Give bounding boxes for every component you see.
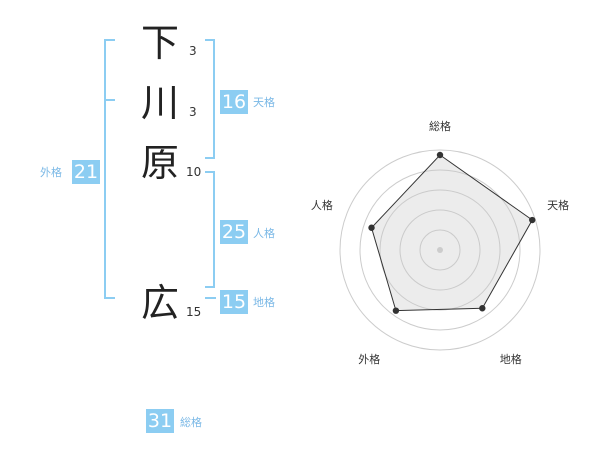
stroke-count-3: 10	[186, 165, 202, 179]
radar-point-3	[479, 305, 486, 312]
jinkaku-bracket	[205, 171, 215, 288]
soukaku-badge: 31	[146, 409, 174, 433]
tenkaku-badge: 16	[220, 90, 248, 114]
stroke-count-4: 15	[186, 305, 202, 319]
jinkaku-badge: 25	[220, 220, 248, 244]
name-char-2: 川	[140, 81, 179, 125]
chikaku-label: 地格	[253, 296, 275, 309]
jinkaku-label: 人格	[253, 227, 275, 240]
name-char-1: 下	[140, 21, 179, 65]
stroke-count-1: 3	[189, 44, 197, 58]
radar-point-1	[436, 151, 444, 159]
radar-grid-ring	[379, 189, 501, 311]
soukaku-label: 総格	[180, 416, 202, 429]
radar-grid-ring	[399, 209, 481, 291]
radar-grid-ring	[359, 169, 521, 331]
name-char-3: 原	[140, 141, 179, 185]
tenkaku-label: 天格	[253, 96, 275, 109]
radar-point-5	[368, 224, 375, 231]
radar-axis-label-1: 総格	[429, 119, 451, 133]
tenkaku-bracket	[205, 39, 215, 159]
stroke-count-2: 3	[189, 105, 197, 119]
radar-axis-label-3: 地格	[500, 352, 522, 366]
radar-axis-label-4: 外格	[358, 352, 380, 366]
gaikaku-bracket	[104, 39, 115, 299]
radar-grid-ring	[419, 229, 461, 271]
radar-point-2	[529, 216, 536, 224]
radar-axis-label-2: 天格	[547, 198, 569, 212]
gaikaku-badge: 21	[72, 160, 100, 184]
name-char-4: 広	[140, 281, 179, 325]
chikaku-badge: 15	[220, 290, 248, 314]
gaikaku-label: 外格	[40, 166, 62, 179]
radar-point-4	[392, 307, 400, 314]
radar-series-area	[370, 154, 533, 312]
radar-center-dot	[437, 247, 443, 253]
radar-axis-label-5: 人格	[311, 198, 333, 212]
